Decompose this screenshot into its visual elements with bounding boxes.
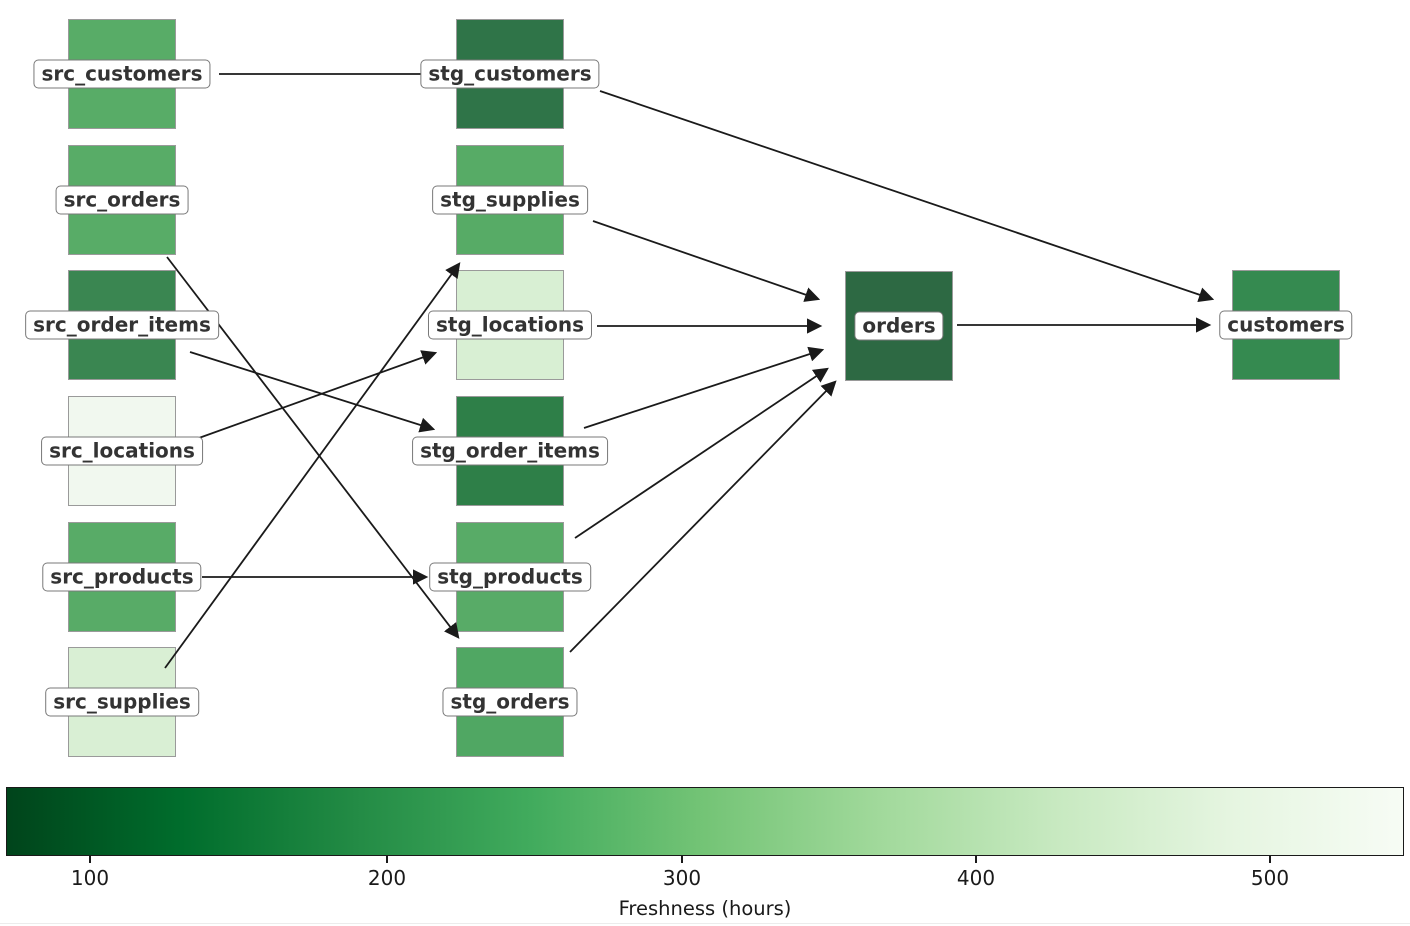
colorbar-tickmark-100 <box>89 856 91 863</box>
colorbar-tickmark-300 <box>681 856 683 863</box>
node-label-src_orders: src_orders <box>55 185 189 215</box>
colorbar-axis-label: Freshness (hours) <box>618 897 792 920</box>
colorbar-tickmark-400 <box>975 856 977 863</box>
node-label-customers: customers <box>1219 310 1353 340</box>
node-label-src_customers: src_customers <box>33 59 211 89</box>
colorbar-ticklabel-400: 400 <box>956 866 996 890</box>
node-label-stg_orders: stg_orders <box>442 687 578 717</box>
colorbar-ticklabel-500: 500 <box>1250 866 1290 890</box>
node-label-stg_order_items: stg_order_items <box>412 436 608 466</box>
node-label-src_products: src_products <box>42 562 202 592</box>
edge-src_locations-to-stg_locations <box>184 350 438 444</box>
node-label-src_locations: src_locations <box>41 436 203 466</box>
edge-src_supplies-to-stg_supplies <box>164 262 461 669</box>
colorbar-ticklabel-300: 300 <box>662 866 702 890</box>
edge-stg_supplies-to-orders <box>592 220 821 302</box>
node-label-stg_supplies: stg_supplies <box>432 185 588 215</box>
colorbar-ticklabel-100: 100 <box>70 866 110 890</box>
colorbar-tickmark-200 <box>386 856 388 863</box>
figure-bottom-hairline <box>0 923 1410 924</box>
colorbar-tickmark-500 <box>1269 856 1271 863</box>
node-label-orders: orders <box>854 311 944 341</box>
edge-stg_orders-to-orders <box>569 380 837 653</box>
edge-stg_customers-to-customers <box>599 90 1215 303</box>
edge-stg_order_items-to-orders <box>583 346 825 429</box>
edge-stg_products-to-orders <box>574 367 829 539</box>
edge-src_order_items-to-stg_order_items <box>189 351 436 433</box>
colorbar-ticklabel-200: 200 <box>367 866 407 890</box>
node-label-src_order_items: src_order_items <box>25 310 219 340</box>
colorbar-gradient <box>6 787 1404 856</box>
node-label-stg_products: stg_products <box>429 562 591 592</box>
node-label-stg_locations: stg_locations <box>427 310 593 340</box>
node-label-src_supplies: src_supplies <box>45 687 199 717</box>
edge-layer <box>164 73 1215 669</box>
node-label-stg_customers: stg_customers <box>420 59 600 89</box>
